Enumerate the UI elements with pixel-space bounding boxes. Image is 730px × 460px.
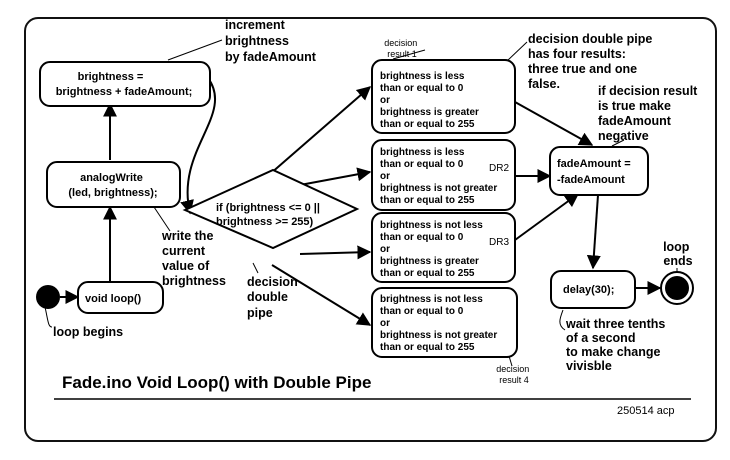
result3-line-4: brightness is greater <box>380 256 479 267</box>
footer-code: 250514 acp <box>617 405 675 417</box>
result3-text: brightness is not less than or equal to … <box>380 220 486 279</box>
analogwrite-box <box>46 161 181 208</box>
decision-diamond <box>182 168 360 250</box>
result3-line-2: than or equal to 0 <box>380 232 464 243</box>
brightness-update-line-1: brightness = <box>78 71 144 83</box>
annotation-decision-double-pipe: decision double pipe <box>247 275 301 320</box>
result1-line-1: brightness is less <box>380 71 465 82</box>
result3-box <box>371 212 516 283</box>
result2-line-5: than or equal to 255 <box>380 195 475 206</box>
arrow-fade-to-delay <box>586 194 601 270</box>
result2-line-4: brightness is not greater <box>380 183 497 194</box>
result4-text: brightness is not less than or equal to … <box>380 294 500 353</box>
arrow-decision-to-result2 <box>299 167 372 186</box>
delay-box <box>550 270 636 309</box>
analogwrite-text: analogWrite (led, brightness); <box>68 172 157 199</box>
brightness-update-box <box>39 61 211 107</box>
decision-text: if (brightness <= 0 || brightness >= 255… <box>216 202 323 228</box>
annotation-dr3: DR3 <box>489 237 509 248</box>
annotation-four-results: decision double pipe has four results: t… <box>528 32 656 91</box>
result4-line-4: brightness is not greater <box>380 330 497 341</box>
end-node <box>660 271 694 305</box>
annotation-wait: wait three tenths of a second to make ch… <box>565 317 669 373</box>
result3-line-1: brightness is not less <box>380 220 483 231</box>
brightness-update-text: brightness = brightness + fadeAmount; <box>56 71 193 98</box>
annotation-loop-ends: loop ends <box>663 240 693 268</box>
connectors <box>60 77 662 326</box>
annotation-loop-begins: loop begins <box>53 325 123 339</box>
annotation-increment: increment brightness by fadeAmount <box>225 18 317 64</box>
annotation-if-true: if decision result is true make fadeAmou… <box>598 84 701 143</box>
arrow-decision-to-result1 <box>269 86 372 175</box>
arrow-brightness-to-decision <box>180 77 216 215</box>
annotation-write-current: write the current value of brightness <box>161 229 226 288</box>
result1-line-4: brightness is greater <box>380 107 479 118</box>
brightness-update-line-2: brightness + fadeAmount; <box>56 86 193 98</box>
result2-line-1: brightness is less <box>380 147 465 158</box>
delay-text: delay(30); <box>563 284 614 296</box>
result1-line-5: than or equal to 255 <box>380 119 475 130</box>
fade-negate-text: fadeAmount = -fadeAmount <box>557 158 634 186</box>
result2-line-3: or <box>380 171 390 182</box>
result3-line-3: or <box>380 244 390 255</box>
analogwrite-line-2: (led, brightness); <box>68 187 157 199</box>
result4-line-3: or <box>380 318 390 329</box>
arrow-result3-to-fade <box>514 193 580 241</box>
result1-line-2: than or equal to 0 <box>380 83 464 94</box>
result2-line-2: than or equal to 0 <box>380 159 464 170</box>
fade-negate-line-1: fadeAmount = <box>557 158 631 170</box>
result4-line-2: than or equal to 0 <box>380 306 464 317</box>
result1-box <box>371 59 516 134</box>
diagram-frame <box>24 17 717 442</box>
annotation-dr2: DR2 <box>489 163 509 174</box>
result3-line-5: than or equal to 255 <box>380 268 475 279</box>
analogwrite-line-1: analogWrite <box>80 172 143 184</box>
arrow-decision-to-result3 <box>299 245 372 260</box>
result4-line-1: brightness is not less <box>380 294 483 305</box>
decision-line-1: if (brightness <= 0 || <box>216 202 320 214</box>
fade-negate-line-2: -fadeAmount <box>557 174 625 186</box>
decision-line-2: brightness >= 255) <box>216 216 314 228</box>
fade-negate-box <box>549 146 649 196</box>
arrow-result1-to-fade <box>514 101 594 146</box>
start-node-circle <box>36 285 60 309</box>
arrow-decision-to-result4 <box>271 264 372 326</box>
result2-text: brightness is less than or equal to 0 or… <box>380 147 500 206</box>
diagram-title: Fade.ino Void Loop() with Double Pipe <box>62 373 371 392</box>
void-loop-text: void loop() <box>85 293 142 305</box>
result2-box <box>371 139 516 211</box>
result4-line-5: than or equal to 255 <box>380 342 475 353</box>
result1-line-3: or <box>380 95 390 106</box>
result4-box <box>371 287 518 358</box>
annotation-result4-label: decision result 4 <box>496 364 532 385</box>
void-loop-box <box>77 281 164 314</box>
result1-text: brightness is less than or equal to 0 or… <box>380 71 482 130</box>
annotation-result1-label: decision result 1 <box>384 38 420 59</box>
